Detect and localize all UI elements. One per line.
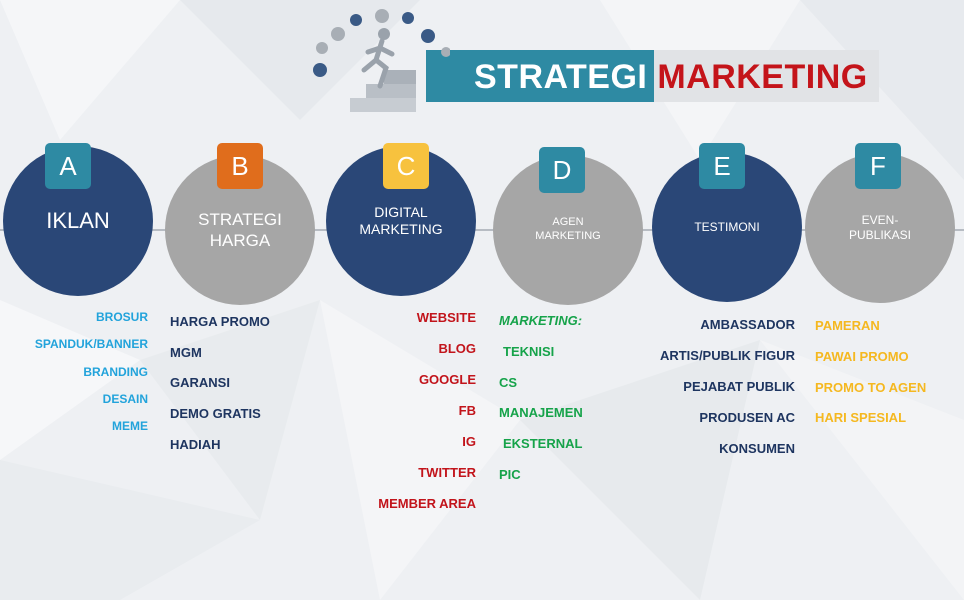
step-d-title: AGEN MARKETING <box>535 216 601 242</box>
step-e-title: TESTIMONI <box>694 219 760 234</box>
step-b-title: STRATEGI HARGA <box>198 209 282 250</box>
list-d-item: EKSTERNAL <box>503 436 583 451</box>
list-c-item: BLOG <box>438 341 476 356</box>
list-b-item: DEMO GRATIS <box>170 406 261 421</box>
list-c-item: IG <box>462 434 476 449</box>
list-d: MARKETING: TEKNISI CS MANAJEMEN EKSTERNA… <box>499 313 649 493</box>
list-d-item: MANAJEMEN <box>499 405 583 420</box>
list-a-item: BRANDING <box>83 365 148 379</box>
list-f-item: PAMERAN <box>815 318 880 333</box>
list-e: AMBASSADOR ARTIS/PUBLIK FIGUR PEJABAT PU… <box>640 317 795 467</box>
list-c-item: GOOGLE <box>418 372 476 387</box>
list-d-heading: MARKETING: <box>499 313 583 328</box>
step-a-title: IKLAN <box>46 208 110 234</box>
list-b-item: MGM <box>170 345 202 360</box>
list-d-item: PIC <box>499 467 521 482</box>
header-banner-grey <box>654 50 879 102</box>
step-c-title: DIGITAL MARKETING <box>359 203 443 238</box>
list-e-item: KONSUMEN <box>719 441 795 456</box>
title-part-1: STRATEGI <box>474 58 648 96</box>
title-part-2: MARKETING <box>657 58 868 96</box>
list-f-item: HARI SPESIAL <box>815 410 907 425</box>
list-b-item: HADIAH <box>170 437 221 452</box>
list-c-item: FB <box>458 403 476 418</box>
badge-a: A <box>45 143 91 189</box>
list-a-item: DESAIN <box>102 392 148 406</box>
list-b: HARGA PROMO MGM GARANSI DEMO GRATIS HADI… <box>170 314 320 464</box>
list-f-item: PROMO TO AGEN <box>815 380 927 395</box>
list-d-item: TEKNISI <box>503 344 555 359</box>
timeline-line <box>0 229 964 231</box>
page-title: STRATEGI MARKETING <box>474 55 868 99</box>
badge-c: C <box>383 143 429 189</box>
step-circle-a: IKLAN <box>3 146 153 296</box>
list-a-item: MEME <box>112 419 148 433</box>
list-e-item: PRODUSEN AC <box>699 410 795 425</box>
header-banner-teal <box>426 50 654 102</box>
step-f-title: EVEN- PUBLIKASI <box>848 213 912 242</box>
list-e-item: ARTIS/PUBLIK FIGUR <box>659 348 795 363</box>
badge-f: F <box>855 143 901 189</box>
badge-e: E <box>699 143 745 189</box>
badge-d: D <box>539 147 585 193</box>
list-c-item: TWITTER <box>418 465 476 480</box>
runner-stairs-icon <box>313 9 450 112</box>
list-a-item: BROSUR <box>95 310 148 324</box>
list-c: WEBSITE BLOG GOOGLE FB IG TWITTER MEMBER… <box>330 310 476 520</box>
list-c-item: MEMBER AREA <box>378 496 476 511</box>
list-b-item: HARGA PROMO <box>170 314 270 329</box>
list-e-item: AMBASSADOR <box>700 317 795 332</box>
list-f-item: PAWAI PROMO <box>815 349 909 364</box>
list-b-item: GARANSI <box>170 375 230 390</box>
list-d-item: CS <box>499 375 518 390</box>
badge-b: B <box>217 143 263 189</box>
list-c-item: WEBSITE <box>416 310 476 325</box>
list-e-item: PEJABAT PUBLIK <box>683 379 795 394</box>
header-banner <box>426 50 879 102</box>
list-f: PAMERAN PAWAI PROMO PROMO TO AGEN HARI S… <box>815 318 960 438</box>
list-a: BROSUR SPANDUK/BANNER BRANDING DESAIN ME… <box>0 310 148 450</box>
list-a-item: SPANDUK/BANNER <box>34 337 148 351</box>
